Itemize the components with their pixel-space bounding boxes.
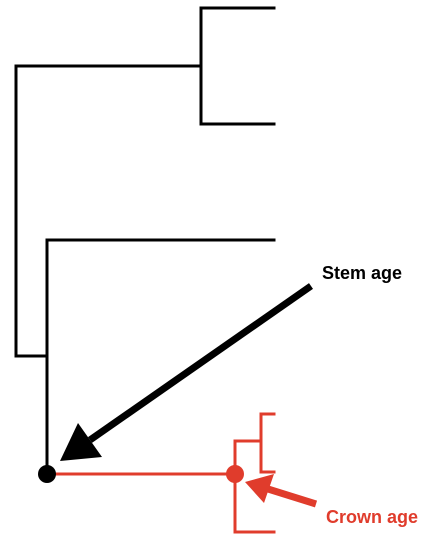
- stem-node: [38, 465, 56, 483]
- stem-arrow: [60, 283, 314, 461]
- stem-age-label: Stem age: [322, 263, 402, 283]
- crown-arrow: [245, 474, 318, 508]
- top-clade-stem: [14, 64, 203, 358]
- crown-node: [226, 465, 244, 483]
- crown-subclade: [233, 412, 276, 474]
- crown-arrowhead: [245, 474, 274, 503]
- top-clade-branch: [199, 6, 276, 126]
- stem-arrowhead: [60, 423, 102, 461]
- middle-lineage-branch: [45, 238, 276, 476]
- outgroup-tree: [14, 6, 276, 476]
- crown-age-label: Crown age: [326, 507, 418, 527]
